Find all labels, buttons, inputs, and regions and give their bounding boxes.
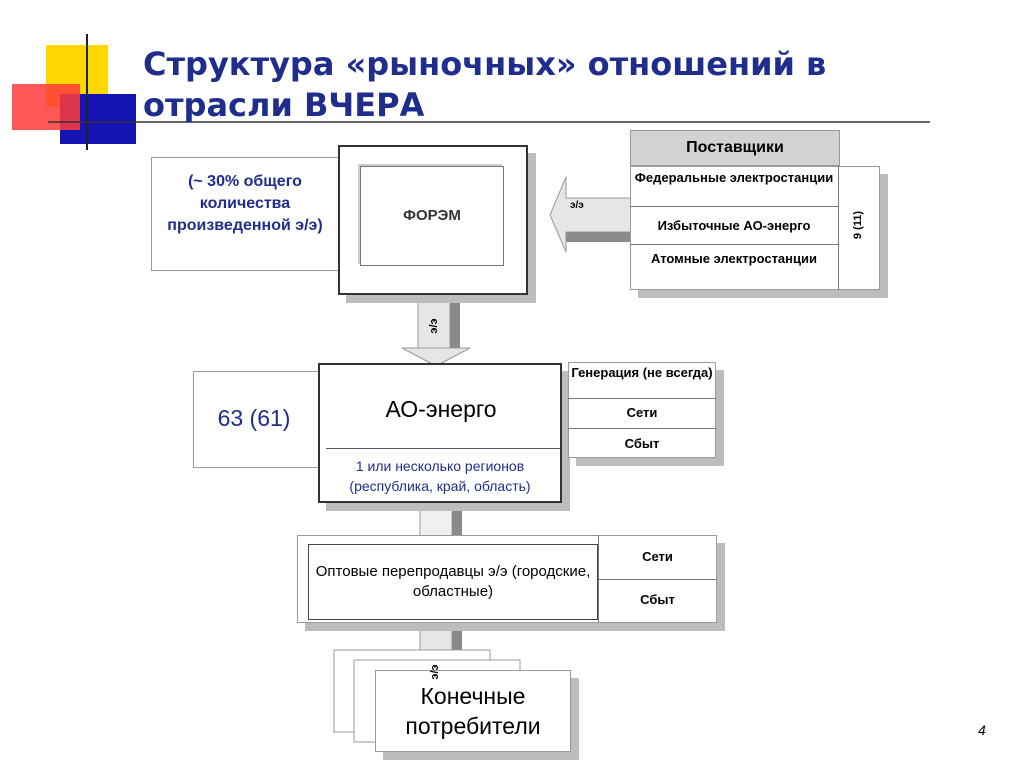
page-number: 4 (978, 722, 986, 738)
arrow-forem-to-ao-head (401, 347, 471, 367)
share-box-text: (~ 30% общего количества произведенной э… (167, 173, 323, 234)
arrow-forem-to-ao-body (417, 297, 451, 349)
reseller-function-sales: Сбыт (640, 592, 675, 607)
ao-energo-box (318, 363, 562, 503)
flow-label-top: э/э (570, 200, 584, 211)
connector-shadow (452, 508, 462, 536)
red-square-decor (12, 84, 80, 130)
supplier-nuclear: Атомные электростанции (650, 251, 817, 266)
consumers-box (375, 670, 571, 752)
supplier-surplus-ao: Избыточные АО-энерго (657, 218, 811, 233)
ao-functions-box (568, 362, 716, 458)
ao-energo-divider (326, 448, 560, 449)
suppliers-count: 9 (11) (852, 210, 864, 240)
suppliers-count-divider (838, 166, 839, 290)
ao-energo-label: АО-энерго (385, 396, 497, 422)
ao-function-sales: Сбыт (624, 436, 660, 451)
suppliers-divider-1 (630, 206, 838, 207)
ao-functions-divider-2 (568, 428, 716, 429)
connector-ao-to-resellers (419, 507, 453, 537)
suppliers-header-bg (630, 130, 840, 166)
reseller-function-networks: Сети (642, 549, 673, 564)
arrow-shadow (566, 232, 632, 242)
ao-function-generation: Генерация (не всегда) (571, 365, 713, 380)
flow-label-forem-ao: э/э (428, 318, 440, 334)
forem-label: ФОРЭМ (403, 207, 461, 224)
ao-functions-divider-1 (568, 398, 716, 399)
suppliers-divider-2 (630, 244, 838, 245)
arrow-forem-shadow (450, 298, 460, 348)
resellers-label: Оптовые перепродавцы э/э (городские, обл… (315, 563, 591, 600)
resellers-inner-box (308, 544, 598, 620)
ao-count: 63 (61) (217, 405, 291, 431)
suppliers-header: Поставщики (686, 139, 784, 156)
share-box (151, 157, 355, 271)
page-title: Структура «рыночных» отношений в отрасли… (143, 45, 827, 124)
ao-function-networks: Сети (626, 405, 658, 420)
supplier-federal: Федеральные электростанции (634, 170, 834, 185)
forem-inner-frame (360, 166, 504, 266)
ao-count-box (193, 371, 329, 468)
resellers-divider-h (598, 579, 717, 580)
consumers-label: Конечные потребители (405, 683, 541, 739)
forem-box (338, 145, 528, 295)
ao-regions: 1 или несколько регионов (республика, кр… (349, 458, 531, 494)
